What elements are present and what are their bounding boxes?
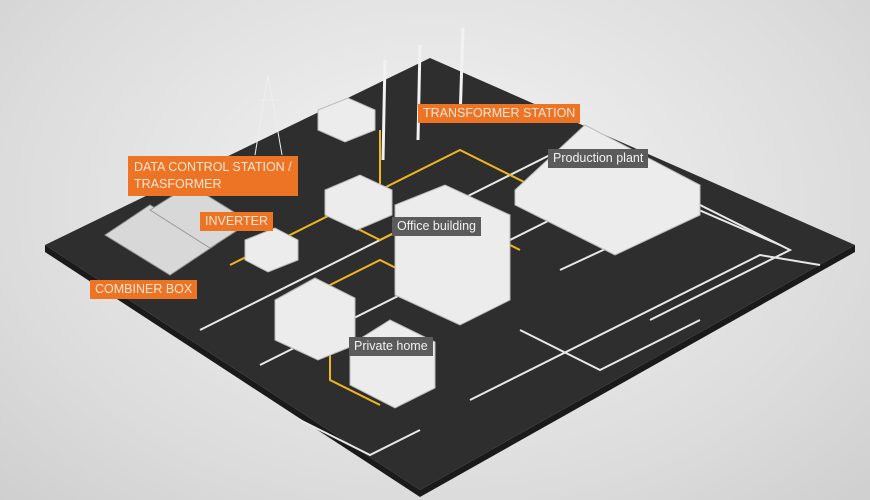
label-inverter: INVERTER	[200, 212, 273, 231]
label-data-control-line1: DATA CONTROL STATION /	[134, 160, 292, 174]
label-combiner-box: COMBINER BOX	[90, 280, 198, 299]
label-data-control-station: DATA CONTROL STATION / TRASFORMER	[128, 156, 298, 196]
label-transformer-station: TRANSFORMER STATION	[418, 104, 581, 123]
label-production-plant: Production plant	[548, 149, 649, 168]
label-data-control-line2: TRASFORMER	[134, 177, 222, 191]
power-pylon	[254, 74, 283, 156]
label-office-building: Office building	[392, 217, 481, 236]
label-private-home: Private home	[349, 337, 433, 356]
